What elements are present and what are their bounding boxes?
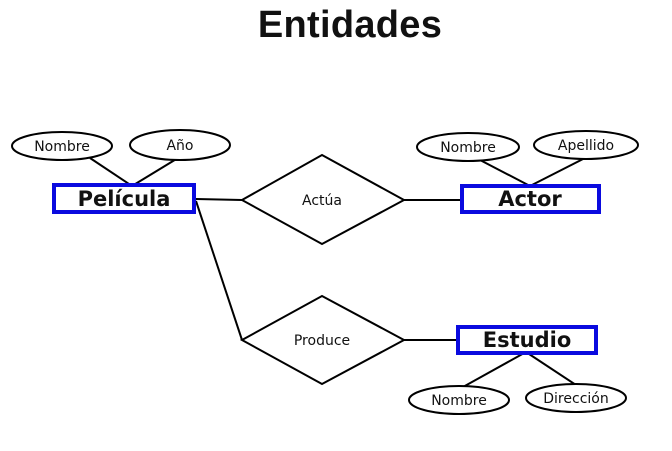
svg-text:Actor: Actor	[498, 187, 562, 211]
svg-text:Actúa: Actúa	[302, 193, 342, 209]
svg-text:Apellido: Apellido	[558, 138, 614, 154]
attribute-pelicula-anio: Año	[129, 129, 231, 161]
attribute-actor-apellido: Apellido	[533, 130, 639, 160]
relationship-actua: Actúa	[239, 153, 407, 246]
line-estudio-direccion	[525, 351, 577, 386]
svg-text:Año: Año	[166, 138, 193, 154]
relationship-produce: Produce	[239, 294, 407, 386]
line-estudio-nombre	[462, 351, 527, 388]
attribute-actor-nombre: Nombre	[416, 132, 520, 162]
line-actor-nombre	[479, 159, 531, 187]
svg-text:Estudio: Estudio	[483, 328, 572, 352]
line-actor-apellido	[529, 157, 586, 187]
connector-lines	[89, 157, 586, 388]
entity-actor: Actor	[460, 184, 601, 214]
svg-text:Produce: Produce	[294, 333, 350, 349]
attribute-estudio-direccion: Dirección	[525, 383, 627, 413]
page-title: Entidades	[257, 4, 443, 46]
entity-pelicula: Película	[52, 183, 196, 214]
svg-text:Dirección: Dirección	[543, 391, 608, 407]
line-pelicula-produce	[195, 200, 243, 341]
entity-estudio: Estudio	[456, 325, 598, 355]
svg-text:Nombre: Nombre	[440, 140, 496, 156]
attribute-pelicula-nombre: Nombre	[11, 131, 113, 161]
attribute-estudio-nombre: Nombre	[408, 385, 510, 415]
line-pelicula-actua	[195, 198, 243, 201]
line-pelicula-anio	[131, 157, 179, 187]
line-pelicula-nombre	[89, 157, 133, 187]
svg-text:Nombre: Nombre	[34, 139, 90, 155]
svg-text:Película: Película	[78, 187, 171, 211]
svg-text:Nombre: Nombre	[431, 393, 487, 409]
